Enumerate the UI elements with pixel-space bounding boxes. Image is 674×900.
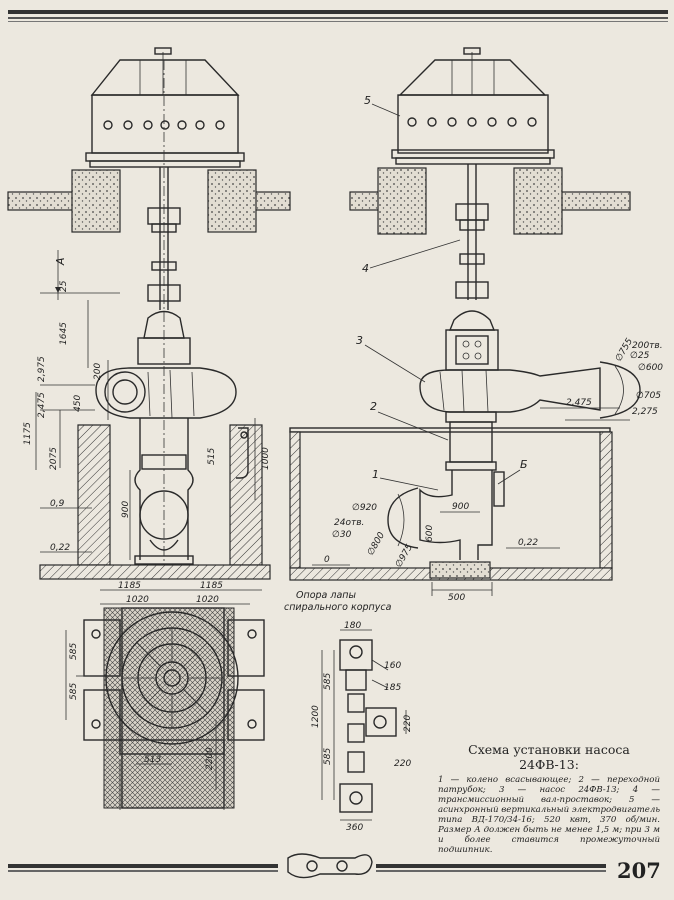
dim-det-1200: 1200 [311, 705, 321, 728]
dim-1645: 1645 [59, 322, 69, 345]
page-number: 207 [617, 858, 661, 883]
left-elevation-view [7, 47, 291, 580]
dim-det-185: 185 [384, 683, 401, 693]
dim-2475: 2,475 [37, 392, 47, 418]
dim-plan-1185-b: 1185 [200, 581, 223, 591]
dim-plan-2200: 2200 [205, 747, 215, 770]
figure-caption: Схема установки насоса 24ФВ-13: 1 — коле… [438, 742, 660, 855]
dim-plan-585-b: 585 [69, 683, 79, 700]
dim-500: 500 [448, 593, 465, 603]
dim-2475-right: 2,475 [566, 398, 592, 408]
dim-09: 0,9 [50, 499, 65, 509]
dimension-labels: A 25 1645 2,975 2,475 200 450 1175 2075 … [23, 257, 663, 833]
motor-vent-holes-left [103, 120, 225, 130]
dim-plan-1185-a: 1185 [118, 581, 141, 591]
dim-24holes: 24отв. [334, 518, 364, 528]
dim-plan-1020-b: 1020 [196, 595, 219, 605]
callout-1: 1 [372, 468, 379, 481]
caption-body: 1 — колено всасывающее; 2 — переходной п… [438, 775, 661, 855]
callout-2: 2 [370, 400, 377, 413]
dim-plan-1020-a: 1020 [126, 595, 149, 605]
dim-d30: ∅30 [332, 530, 352, 540]
right-elevation-view [289, 47, 641, 596]
dim-plan-585-a: 585 [69, 643, 79, 660]
dim-022-right: 0,22 [518, 538, 538, 548]
dim-2975: 2,975 [37, 356, 47, 382]
dim-plan-513: 513 [144, 755, 161, 765]
dim-600: 600 [425, 525, 435, 542]
dim-d705: ∅705 [636, 391, 661, 401]
dim-515: 515 [207, 448, 217, 465]
dim-0: 0 [324, 555, 330, 565]
support-note-line2: спирального корпуса [284, 602, 392, 613]
callout-3: 3 [356, 334, 363, 347]
plan-view [65, 589, 265, 810]
dim-2275: 2,275 [632, 407, 658, 417]
dim-d600: ∅600 [638, 363, 663, 373]
bottom-ornament [8, 853, 606, 879]
dim-det-180: 180 [344, 621, 361, 631]
callout-5: 5 [364, 94, 371, 107]
callout-4: 4 [362, 262, 369, 275]
callout-numbers: 1 2 3 4 5 Б [356, 94, 528, 481]
dim-25: 25 [59, 280, 69, 292]
dim-det-220-a: 220 [403, 715, 413, 732]
dim-200: 200 [93, 363, 103, 380]
dim-det-360: 360 [346, 823, 363, 833]
dim-d975: ∅975 [394, 543, 415, 570]
dim-450: 450 [73, 395, 83, 412]
dim-1000: 1000 [261, 447, 271, 470]
caption-title: Схема установки насоса 24ФВ-13: [468, 742, 630, 772]
dim-900: 900 [121, 501, 131, 518]
dim-1175: 1175 [23, 422, 33, 445]
dim-d920: ∅920 [352, 503, 377, 513]
motor-vent-holes-right [407, 117, 537, 127]
dim-d800: ∅800 [366, 531, 387, 558]
dim-a-label: A [54, 257, 67, 266]
dim-det-160: 160 [384, 661, 401, 671]
dim-900-right: 900 [452, 502, 469, 512]
dim-det-220-b: 220 [394, 759, 411, 769]
support-note-line1: Опора лапы [296, 590, 356, 601]
callout-b: Б [520, 458, 528, 471]
support-detail [321, 629, 407, 821]
dim-022-left: 0,22 [50, 543, 70, 553]
dim-det-585-b: 585 [323, 748, 333, 765]
dim-det-585-a: 585 [323, 673, 333, 690]
dim-2075: 2075 [49, 447, 59, 470]
dim-20holes: 200тв. [632, 341, 663, 351]
dim-d25: ∅25 [630, 351, 650, 361]
top-border [8, 10, 668, 22]
